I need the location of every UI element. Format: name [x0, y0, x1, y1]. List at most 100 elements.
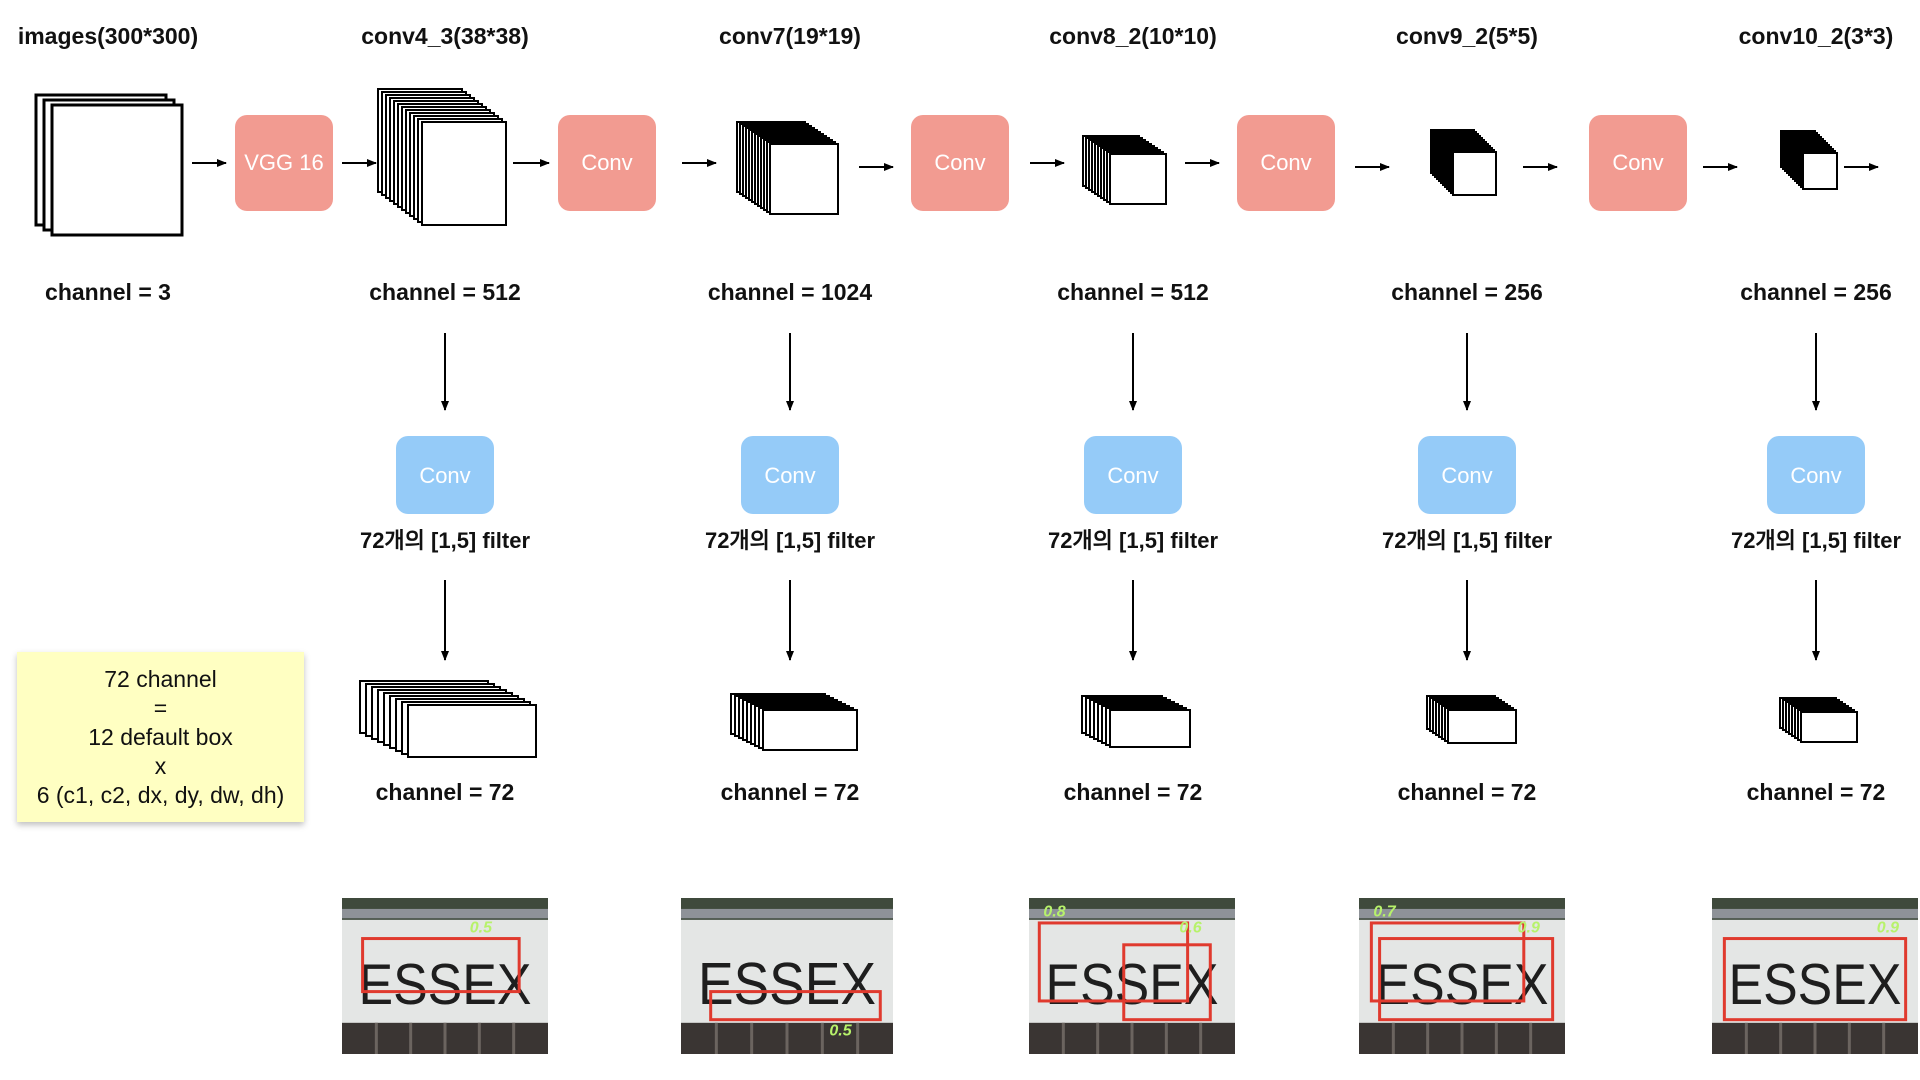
output-map-layer: [1800, 711, 1858, 743]
branch-conv-block: [1418, 436, 1516, 514]
branch-output-stack: [1426, 695, 1517, 744]
stage-title-conv9_2: conv9_2(5*5): [1396, 23, 1538, 49]
main-conv-block-4: [1589, 115, 1687, 211]
detection-example-image-1: ESSEX 0.5: [342, 898, 548, 1054]
channel-label-images: channel = 3: [45, 279, 171, 305]
branch-output-stack: [1779, 697, 1858, 743]
main-conv-block-3: [1237, 115, 1335, 211]
vgg16-block: [235, 115, 333, 211]
sign-board: [1029, 919, 1235, 1023]
sign-text: ESSEX: [358, 953, 531, 1017]
branch-output-label: channel = 72: [721, 779, 860, 805]
branch-output-label: channel = 72: [1747, 779, 1886, 805]
feature-map-layer: [1802, 152, 1838, 190]
stack-conv10_2: [1780, 130, 1838, 190]
stage-title-conv4_3: conv4_3(38*38): [361, 23, 529, 49]
main-conv-block-1: [558, 115, 656, 211]
sign-board: [342, 919, 548, 1023]
sign-text: ESSEX: [1375, 953, 1548, 1017]
output-map-layer: [762, 709, 858, 751]
confidence-score: 0.7: [1373, 904, 1396, 921]
branch-output-stack: [1081, 695, 1191, 748]
branch-column-1: Conv 72개의 [1,5] filter channel = 72 ESSEX 0.…: [342, 333, 548, 1054]
channel-label-conv4_3: channel = 512: [369, 279, 521, 305]
feature-map-layer: [421, 121, 507, 226]
default-box: [361, 937, 521, 994]
channel-explanation-note: 72 channel = 12 default box x 6 (c1, c2,…: [17, 652, 304, 822]
branch-conv-label: Conv: [1790, 463, 1841, 488]
default-box: [1037, 921, 1190, 1003]
stack-conv4_3: [377, 88, 507, 226]
branch-conv-label: Conv: [764, 463, 815, 488]
branch-output-stack: [730, 693, 858, 751]
stage-title-conv7: conv7(19*19): [719, 23, 861, 49]
sign-board: [1359, 919, 1565, 1023]
branch-filter-label: 72개의 [1,5] filter: [705, 528, 876, 553]
stack-images: [34, 93, 184, 237]
branch-column-2: Conv 72개의 [1,5] filter channel = 72 ESSEX 0.…: [681, 333, 893, 1054]
vgg16-block-label: VGG 16: [244, 150, 323, 175]
default-box: [1722, 937, 1908, 1022]
detection-example-image-3: ESSEX 0.8 0.6: [1029, 898, 1235, 1054]
note-line-4: x: [154, 752, 167, 779]
pipeline-arrows: [192, 159, 1879, 171]
sign-board: [1712, 919, 1918, 1023]
default-box: [1369, 921, 1526, 1003]
confidence-score: 0.9: [1518, 919, 1540, 936]
confidence-score: 0.6: [1179, 919, 1201, 936]
sign-top-rail: [1712, 908, 1918, 919]
feature-map-layer: [1452, 151, 1497, 196]
detection-example-image-4: ESSEX 0.7 0.9: [1359, 898, 1565, 1054]
channel-label-conv9_2: channel = 256: [1391, 279, 1543, 305]
branch-output-stack: [359, 680, 537, 758]
branch-conv-block: [1084, 436, 1182, 514]
branch-conv-label: Conv: [1441, 463, 1492, 488]
stage-title-conv10_2: conv10_2(3*3): [1739, 23, 1894, 49]
channel-label-conv10_2: channel = 256: [1740, 279, 1892, 305]
note-line-2: =: [153, 694, 168, 721]
feature-map-layer: [1109, 153, 1167, 205]
branch-conv-block: [396, 436, 494, 514]
branch-column-3: Conv 72개의 [1,5] filter channel = 72 ESSEX 0.…: [1029, 333, 1235, 1054]
branch-output-label: channel = 72: [1398, 779, 1537, 805]
main-conv-block-2-label: Conv: [934, 150, 985, 175]
branch-conv-label: Conv: [419, 463, 470, 488]
sign-top-rail: [1029, 908, 1235, 919]
branch-output-label: channel = 72: [376, 779, 515, 805]
output-map-layer: [407, 704, 537, 758]
confidence-score: 0.8: [1043, 904, 1065, 921]
confidence-score: 0.5: [829, 1022, 852, 1039]
sign-top-rail: [342, 908, 548, 919]
channel-label-conv8_2: channel = 512: [1057, 279, 1209, 305]
sign-text: ESSEX: [698, 950, 876, 1017]
confidence-score: 0.9: [1877, 919, 1899, 936]
prediction-branches: Conv 72개의 [1,5] filter channel = 72 ESSEX 0.…: [342, 333, 1918, 1054]
default-box: [1378, 937, 1555, 1022]
main-conv-block-3-label: Conv: [1260, 150, 1311, 175]
branch-filter-label: 72개의 [1,5] filter: [1048, 528, 1219, 553]
main-conv-block-4-label: Conv: [1612, 150, 1663, 175]
branch-conv-block: [741, 436, 839, 514]
feature-map-layer: [769, 143, 839, 215]
note-line-1: 72 channel: [104, 665, 217, 692]
main-conv-block-2: [911, 115, 1009, 211]
default-box: [1122, 943, 1212, 1022]
stage-title-conv8_2: conv8_2(10*10): [1049, 23, 1217, 49]
branch-conv-label: Conv: [1107, 463, 1158, 488]
sign-text: ESSEX: [1045, 953, 1218, 1017]
branch-output-label: channel = 72: [1064, 779, 1203, 805]
sign-top-rail: [681, 908, 893, 919]
branch-filter-label: 72개의 [1,5] filter: [1731, 528, 1902, 553]
main-conv-block-1-label: Conv: [581, 150, 632, 175]
output-map-layer: [1109, 709, 1191, 748]
feature-map-stacks: [34, 88, 1838, 237]
note-line-5: 6 (c1, c2, dx, dy, dw, dh): [36, 781, 285, 808]
output-map-layer: [1447, 709, 1517, 744]
branch-filter-label: 72개의 [1,5] filter: [360, 528, 531, 553]
stack-conv7: [736, 121, 839, 215]
confidence-score: 0.5: [470, 919, 493, 936]
branch-conv-block: [1767, 436, 1865, 514]
